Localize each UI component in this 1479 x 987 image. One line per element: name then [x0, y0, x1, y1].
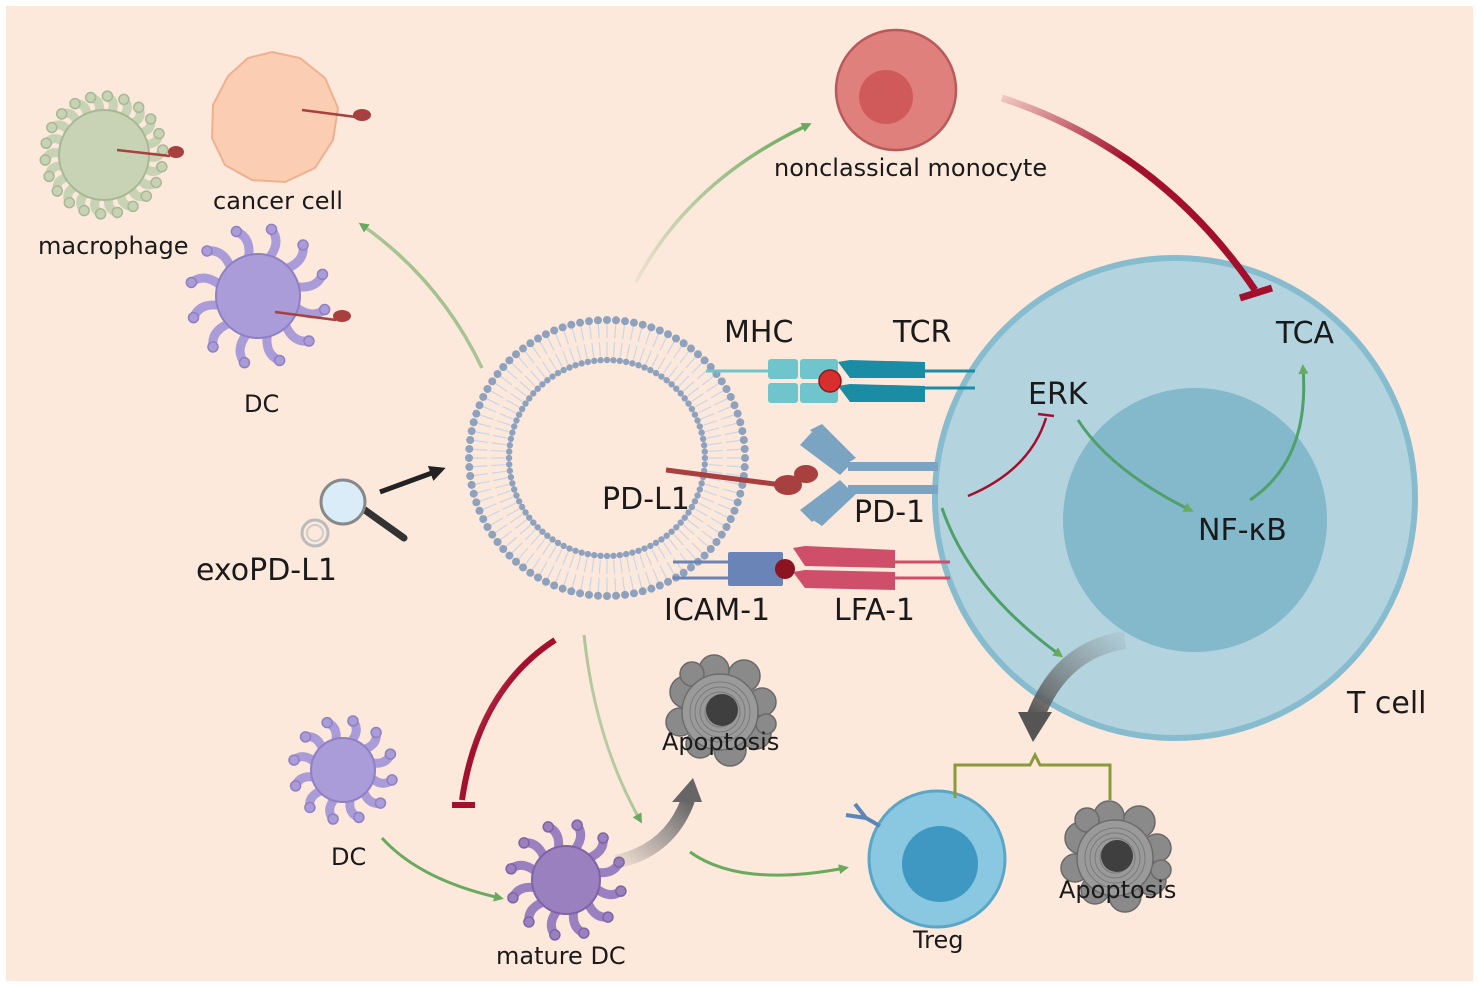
apoptosis-mid-label: Apoptosis: [662, 728, 779, 756]
apoptosis-right-label: Apoptosis: [1059, 876, 1176, 904]
inhibit-pd1-erk: [967, 417, 1048, 498]
nonclassical-monocyte-cell: [834, 28, 958, 152]
dc-top-label: DC: [244, 390, 279, 418]
cancer-cell: [210, 50, 371, 184]
exosome-vesicle: [465, 316, 749, 600]
t-cell-nucleus: [1063, 388, 1327, 652]
mhc-label: MHC: [724, 315, 793, 350]
macrophage-label: macrophage: [38, 232, 188, 260]
arrow-magnifier-to-exosome: [379, 465, 446, 495]
apoptotic-cell-right: [1060, 800, 1172, 913]
nonclassical-monocyte-label: nonclassical monocyte: [774, 154, 1047, 182]
mature-dc-label: mature DC: [496, 942, 626, 970]
tca-label: TCA: [1275, 316, 1335, 351]
arrow-to-treg: [689, 850, 849, 877]
pdl1-molecule: [665, 467, 783, 488]
tcr-label: TCR: [892, 315, 951, 350]
tcr-molecule: [838, 360, 925, 378]
fate-branch-bracket: [953, 751, 1112, 800]
treg-receptor-icon: [845, 802, 881, 828]
antigen-peptide: [818, 369, 842, 393]
mhc-molecule: [768, 359, 798, 379]
mature-dc-cell: [505, 819, 627, 941]
nfkb-label: NF-κB: [1198, 513, 1287, 548]
arrow-to-cancer-cell: [358, 222, 484, 369]
mhc-tcr-pair: [706, 359, 975, 403]
dc-cell-bottom: [288, 715, 398, 825]
cancer-cell-label: cancer cell: [213, 187, 343, 215]
icam1-label: ICAM-1: [664, 593, 770, 628]
erk-label: ERK: [1028, 377, 1089, 412]
macrophage-cell: [39, 90, 184, 220]
exopdl1-label: exoPD-L1: [196, 553, 337, 588]
arrow-erk-to-nfkb: [1076, 419, 1194, 512]
magnifier-icon: [300, 478, 408, 548]
lfa1-molecule: [793, 546, 895, 568]
inhibit-dc-maturation: [459, 637, 557, 801]
arrow-tcell-to-fates: [1026, 631, 1127, 722]
pdl1-pd1-pair: [665, 424, 938, 526]
t-cell-label: T cell: [1346, 686, 1426, 721]
pd1-label: PD-1: [854, 495, 925, 530]
apoptotic-cell-mid: [665, 654, 777, 767]
arrow-dc-to-mature-dc: [380, 836, 504, 902]
dc-cell-top: [185, 223, 351, 369]
arrow-exosome-down: [582, 634, 642, 824]
arrow-pd1-to-outcome: [940, 507, 1064, 658]
treg-cell: [845, 789, 1007, 929]
inhibit-bar-tca: [1238, 284, 1274, 302]
dc-bottom-label: DC: [331, 843, 366, 871]
lfa1-label: LFA-1: [834, 593, 915, 628]
icam1-lfa1-pair: [673, 546, 950, 590]
pdl1-label: PD-L1: [602, 482, 690, 517]
icam1-molecule: [728, 552, 783, 586]
inhibit-monocyte-tca: [1000, 94, 1258, 292]
pd1-molecule: [800, 424, 938, 526]
t-cell: [932, 255, 1418, 741]
arrow-mature-dc-to-apoptosis: [614, 797, 695, 869]
arrow-to-monocyte: [634, 123, 812, 283]
arrow-nfkb-to-tca: [1249, 364, 1309, 502]
treg-label: Treg: [912, 926, 963, 954]
